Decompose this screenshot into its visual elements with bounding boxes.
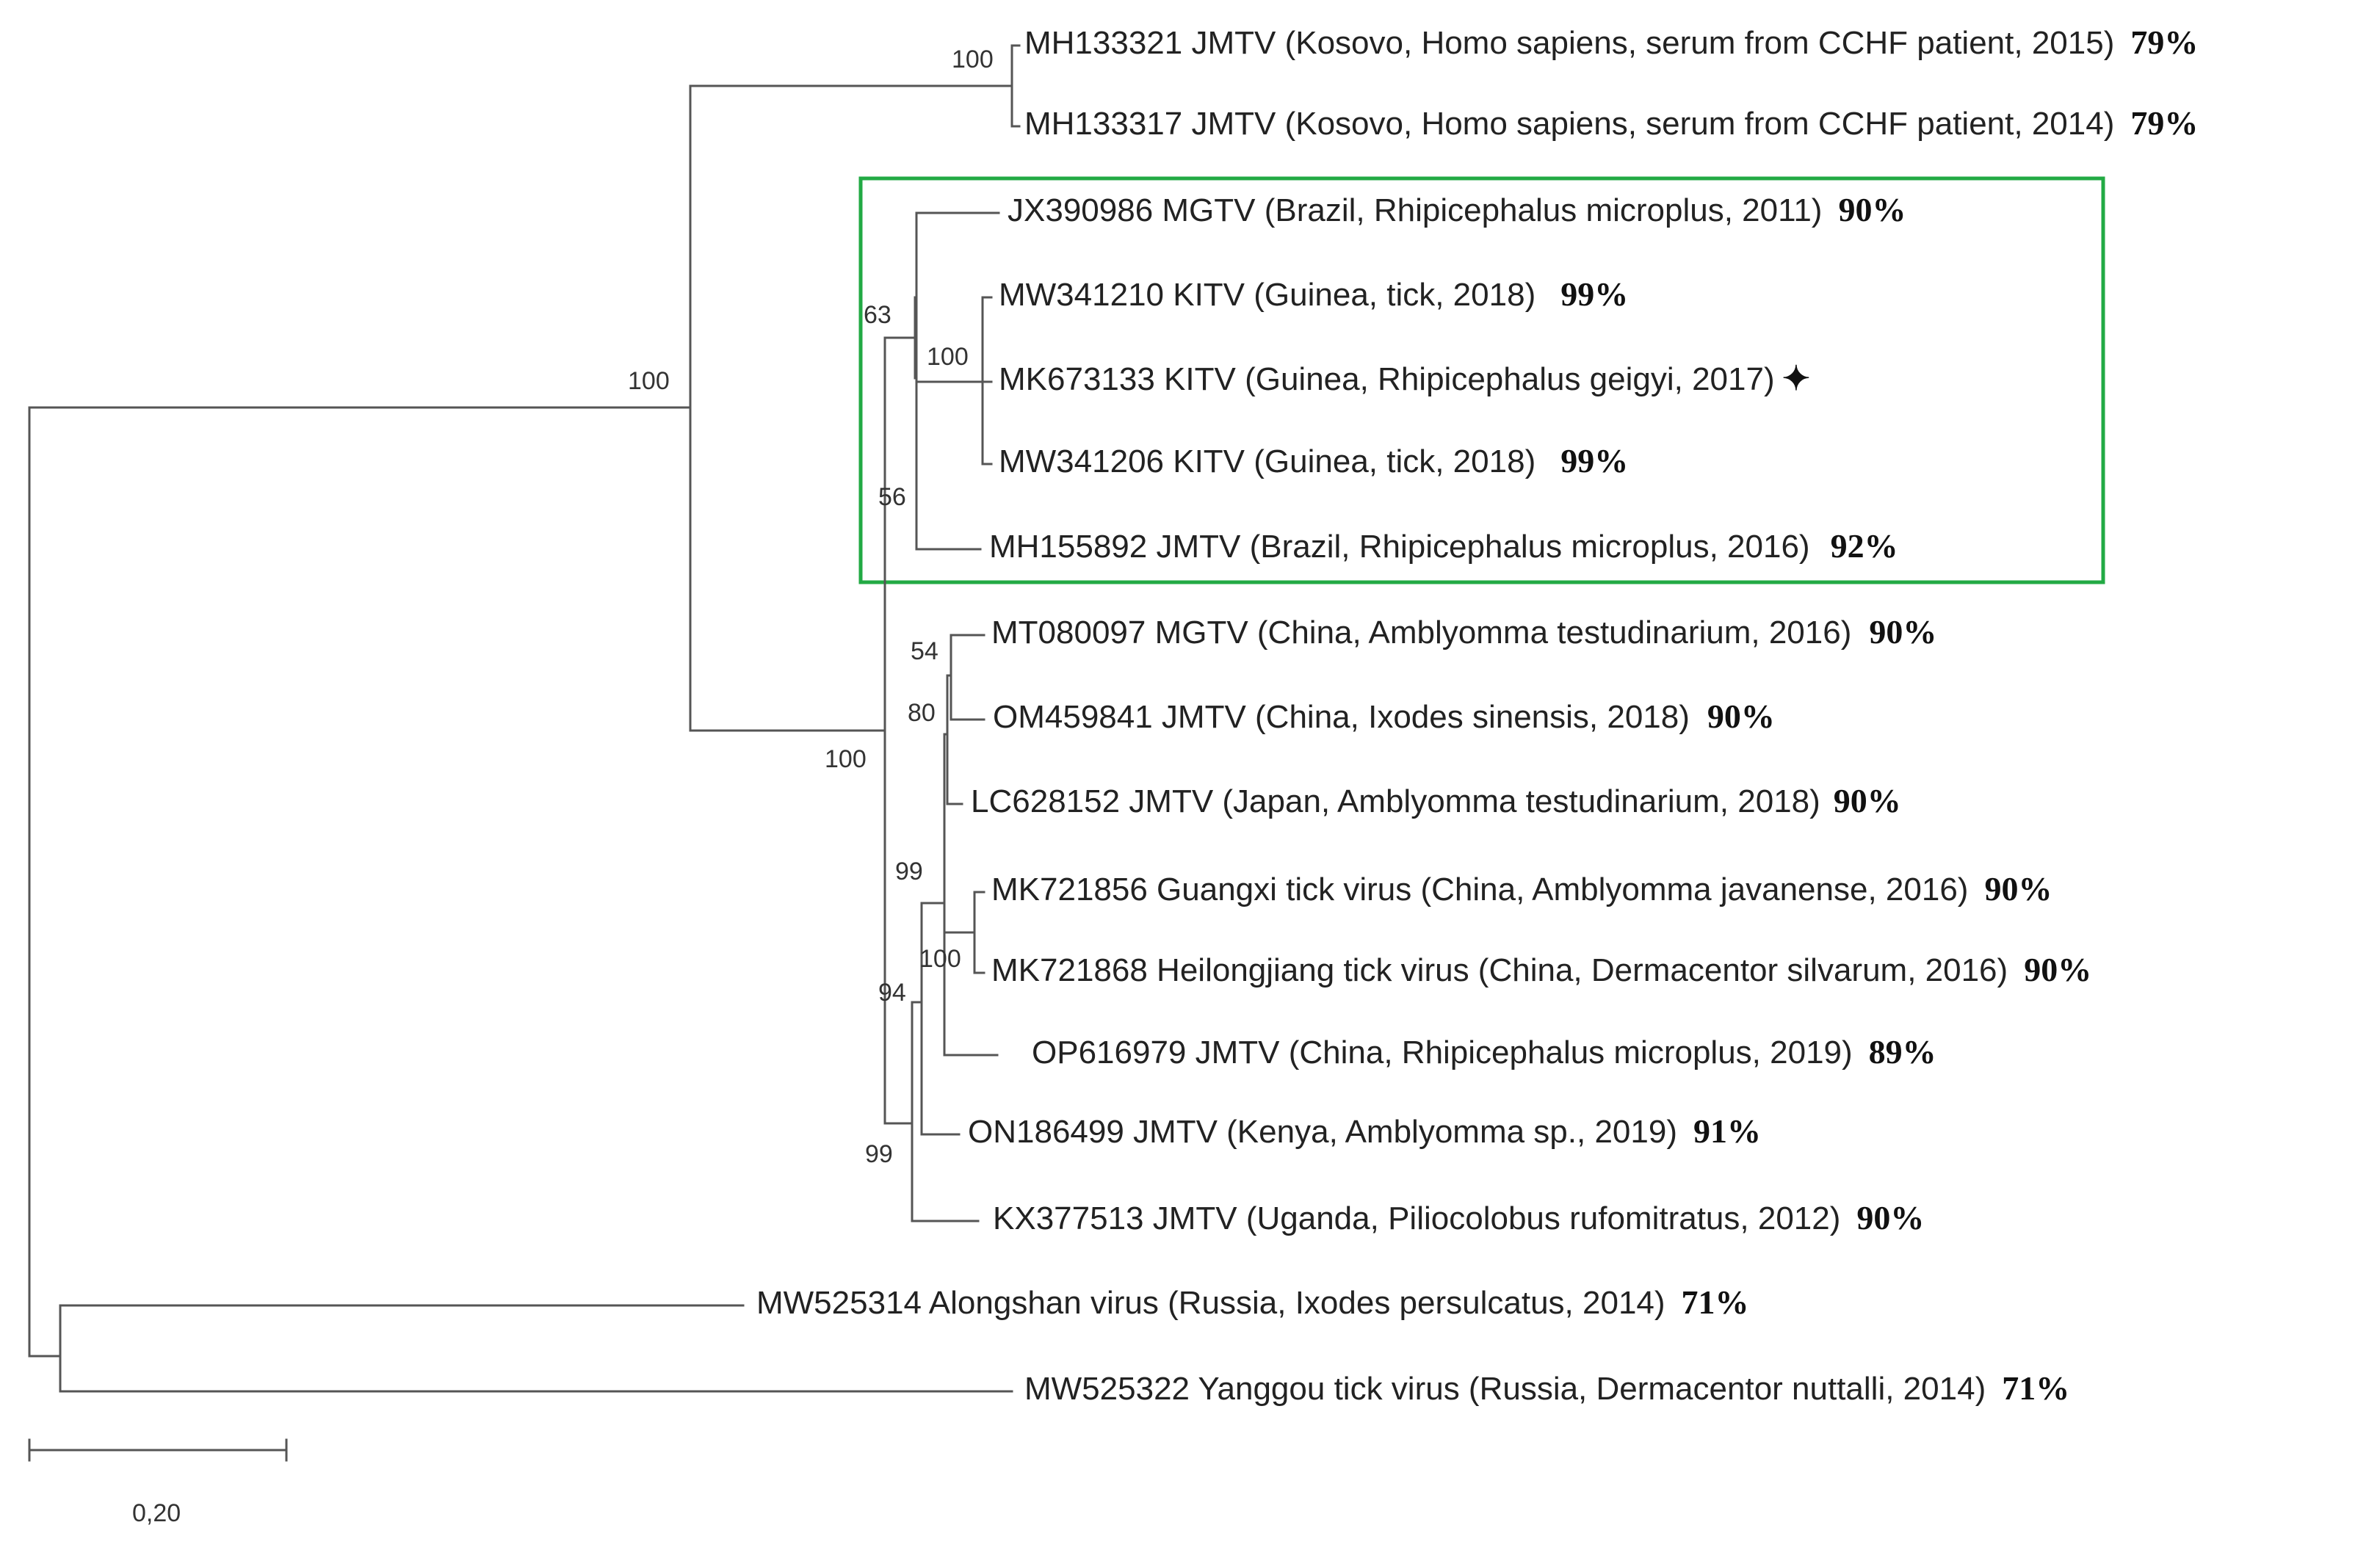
scale-bar-label: 0,20 (132, 1499, 181, 1527)
highlight-box (858, 176, 2105, 584)
bootstrap-clade94: 94 (878, 979, 906, 1007)
bootstrap-clade99: 99 (865, 1140, 893, 1168)
taxon-label: KX377513 JMTV (Uganda, Piliocolobus rufo… (993, 1199, 1924, 1236)
taxon-label: MH133321 JMTV (Kosovo, Homo sapiens, ser… (1024, 23, 2198, 61)
taxon-label: OM459841 JMTV (China, Ixodes sinensis, 2… (993, 698, 1775, 735)
bootstrap-clade100: 100 (919, 945, 961, 973)
taxon-label: MK673133 KITV (Guinea, Rhipicephalus gei… (999, 360, 1810, 397)
taxon-label: MT080097 MGTV (China, Amblyomma testudin… (991, 613, 1936, 651)
bootstrap-jmtv-clade: 100 (825, 745, 867, 773)
bootstrap-clade54: 54 (911, 637, 938, 665)
bootstrap-box-clade: 56 (878, 483, 906, 511)
scale-bar (28, 1438, 288, 1462)
bootstrap-kosovo: 100 (952, 46, 994, 73)
taxon-label: MW341206 KITV (Guinea, tick, 2018)99% (999, 442, 1628, 479)
taxon-label: MW525314 Alongshan virus (Russia, Ixodes… (756, 1283, 1749, 1321)
taxon-label: MK721856 Guangxi tick virus (China, Ambl… (991, 870, 2052, 907)
bootstrap-clade99b: 99 (895, 858, 923, 885)
taxon-labels: MH133321 JMTV (Kosovo, Homo sapiens, ser… (756, 23, 2198, 1407)
taxon-label: MW341210 KITV (Guinea, tick, 2018)99% (999, 275, 1628, 313)
branches (28, 44, 1021, 1462)
taxon-label: OP616979 JMTV (China, Rhipicephalus micr… (1032, 1033, 1936, 1070)
taxon-label: MK721868 Heilongjiang tick virus (China,… (991, 951, 2091, 988)
taxon-label: JX390986 MGTV (Brazil, Rhipicephalus mic… (1008, 191, 1906, 228)
taxon-label: MH155892 JMTV (Brazil, Rhipicephalus mic… (989, 527, 1898, 565)
bootstrap-clade80: 80 (908, 699, 936, 727)
bootstrap-main-clade: 100 (628, 367, 670, 395)
bootstrap-clade63: 63 (864, 301, 891, 329)
taxon-label: ON186499 JMTV (Kenya, Amblyomma sp., 201… (968, 1112, 1761, 1150)
bootstrap-kitv: 100 (927, 343, 969, 371)
taxon-label: LC628152 JMTV (Japan, Amblyomma testudin… (971, 782, 1901, 819)
taxon-label: MH133317 JMTV (Kosovo, Homo sapiens, ser… (1024, 104, 2198, 142)
taxon-label: MW525322 Yanggou tick virus (Russia, Der… (1024, 1369, 2069, 1407)
bootstrap-values: 100 100 63 100 56 100 54 80 99 100 94 99 (628, 46, 994, 1168)
